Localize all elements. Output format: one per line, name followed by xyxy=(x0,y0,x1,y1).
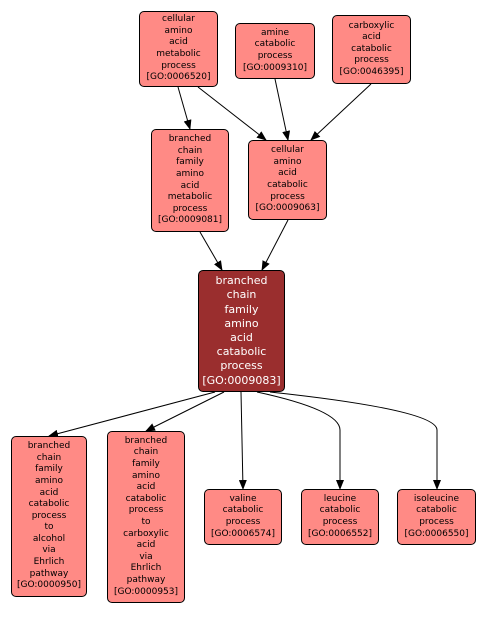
node-label: leucine catabolic process [GO:0006552] xyxy=(307,493,373,539)
node-label: valine catabolic process [GO:0006574] xyxy=(210,493,276,539)
node-amine-catabolic-process[interactable]: amine catabolic process [GO:0009310] xyxy=(235,23,315,79)
node-label: branched chain family amino acid catabol… xyxy=(113,435,179,597)
node-cellular-amino-acid-catabolic-process[interactable]: cellular amino acid catabolic process [G… xyxy=(248,140,327,220)
node-label: cellular amino acid catabolic process [G… xyxy=(255,145,320,214)
node-label: carboxylic acid catabolic process [GO:00… xyxy=(339,20,404,77)
edge-n6-n8 xyxy=(145,391,225,432)
node-label: amine catabolic process [GO:0009310] xyxy=(242,27,308,73)
node-bcaa-catabolic-process-to-alcohol-via-ehrlich[interactable]: branched chain family amino acid catabol… xyxy=(11,436,87,597)
node-label: branched chain family amino acid metabol… xyxy=(157,134,223,226)
edge-n6-n7 xyxy=(48,391,216,438)
edge-n6-n9 xyxy=(238,391,247,490)
node-cellular-amino-acid-metabolic-process[interactable]: cellular amino acid metabolic process [G… xyxy=(139,11,218,87)
node-branched-chain-family-amino-acid-metabolic-process[interactable]: branched chain family amino acid metabol… xyxy=(151,129,229,232)
edge-n1-n4 xyxy=(177,86,192,130)
node-leucine-catabolic-process[interactable]: leucine catabolic process [GO:0006552] xyxy=(301,489,379,545)
edge-n2-n5 xyxy=(274,78,291,141)
edge-n1-n5 xyxy=(197,86,267,141)
edge-n6-n10 xyxy=(256,391,344,490)
node-label: isoleucine catabolic process [GO:0006550… xyxy=(404,493,469,539)
edge-n6-n11 xyxy=(269,391,441,490)
edge-n3-n5 xyxy=(310,83,372,141)
edge-n4-n6 xyxy=(199,231,223,271)
node-label: cellular amino acid metabolic process [G… xyxy=(146,14,211,83)
edge-n5-n6 xyxy=(261,219,289,271)
node-carboxylic-acid-catabolic-process[interactable]: carboxylic acid catabolic process [GO:00… xyxy=(332,15,411,84)
node-valine-catabolic-process[interactable]: valine catabolic process [GO:0006574] xyxy=(204,489,282,545)
node-label: branched chain family amino acid catabol… xyxy=(202,274,281,387)
node-bcaa-catabolic-process-to-carboxylic-acid-via-ehrlich[interactable]: branched chain family amino acid catabol… xyxy=(107,431,185,603)
node-label: branched chain family amino acid catabol… xyxy=(16,441,82,591)
node-isoleucine-catabolic-process[interactable]: isoleucine catabolic process [GO:0006550… xyxy=(397,489,476,545)
node-branched-chain-family-amino-acid-catabolic-process[interactable]: branched chain family amino acid catabol… xyxy=(198,270,285,392)
